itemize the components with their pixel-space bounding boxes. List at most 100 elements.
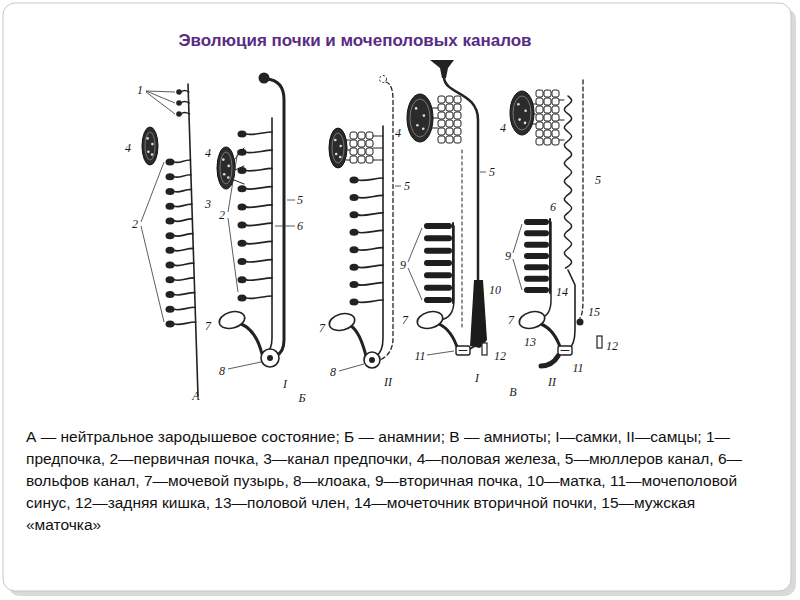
pronephros-tubule	[181, 113, 190, 115]
rete-cell	[446, 136, 453, 143]
leader-line	[228, 150, 238, 212]
kidney-tubule	[174, 175, 191, 178]
vas-deferens	[568, 270, 575, 350]
metanephros-lobe	[424, 248, 452, 254]
kidney-tubule	[246, 150, 272, 153]
figure-caption: А — нейтральное зародышевое состояние; Б…	[26, 426, 771, 536]
pronephros-tubule	[181, 91, 189, 93]
rete-link	[373, 148, 383, 149]
rete-cell	[438, 96, 445, 103]
rete-cell	[366, 148, 373, 155]
metanephros-lobe	[424, 285, 452, 291]
gonad-texture	[145, 132, 155, 160]
glomerulus	[166, 203, 175, 210]
glomerulus	[350, 194, 359, 201]
glomerulus	[166, 262, 175, 269]
gonad-texture	[410, 99, 430, 137]
mullerian-duct-vestige	[380, 82, 393, 360]
callout-number: 11	[572, 362, 583, 374]
callout-number: 1	[137, 84, 143, 96]
rete-cell	[536, 130, 543, 137]
metanephros-lobe	[524, 253, 549, 259]
gonad-texture	[415, 107, 418, 110]
urogenital-sinus	[558, 346, 572, 355]
metanephros-lobe	[424, 260, 452, 266]
leader-line	[141, 226, 164, 322]
kidney-tubule	[358, 248, 383, 251]
cloaca	[364, 352, 380, 368]
kidney-tubule	[358, 213, 383, 216]
rete-cell	[536, 98, 543, 105]
figure-label: I	[283, 378, 287, 390]
rete-cell	[438, 104, 445, 111]
urogenital-sinus	[456, 346, 470, 355]
gonad-link	[346, 140, 350, 141]
kidney-tubule	[358, 283, 383, 286]
glomerulus	[238, 149, 247, 156]
kidney-tubule	[246, 187, 272, 190]
glomerulus	[238, 295, 247, 302]
rete-cell	[438, 120, 445, 127]
leader-line	[427, 351, 454, 355]
rete-cell	[366, 140, 373, 147]
gonad	[329, 128, 347, 168]
kidney-tubule	[246, 132, 272, 135]
gonad-texture	[524, 122, 527, 125]
callout-number: 7	[402, 314, 408, 326]
gonad-link	[533, 124, 536, 125]
bladder-neck	[241, 324, 262, 354]
callout-number: 9	[400, 259, 406, 271]
gonad-link	[432, 118, 438, 119]
rete-cell	[350, 148, 357, 155]
kidney-tubule	[358, 195, 383, 198]
kidney-tubule	[174, 322, 196, 325]
wolffian-duct-vestige	[462, 150, 463, 330]
kidney-tubule	[246, 278, 272, 281]
bladder	[517, 309, 546, 331]
rete-cell	[358, 132, 365, 139]
gonad-texture	[227, 176, 230, 179]
mullerian-funnel	[430, 60, 454, 78]
gonad-link	[432, 128, 438, 129]
rete-cell	[552, 130, 559, 137]
mullerian-duct	[266, 79, 284, 356]
leader-line	[339, 364, 364, 371]
rete-cell	[454, 112, 461, 119]
mullerian-duct-vestige	[580, 80, 583, 318]
glomerulus	[238, 276, 247, 283]
rete-cell	[544, 130, 551, 137]
rete-cell	[544, 90, 551, 97]
glomerulus	[166, 306, 175, 313]
kidney-tubule	[358, 178, 383, 181]
rete-cell	[358, 148, 365, 155]
glomerulus	[238, 258, 247, 265]
rete-cell	[446, 112, 453, 119]
callout-number: 14	[556, 286, 568, 298]
figure-label: I	[475, 372, 479, 384]
figure-label: II	[548, 376, 556, 388]
callout-number: 3	[205, 198, 211, 210]
gonad-texture	[151, 153, 154, 156]
leader-line	[287, 200, 295, 201]
gonad-texture	[524, 110, 527, 113]
kidney-tubule	[174, 278, 194, 281]
metanephros-lobe	[524, 230, 549, 236]
bladder	[217, 309, 246, 331]
pronephros-glomerulus	[176, 89, 182, 95]
pronephros-tubule	[181, 102, 189, 104]
sinus-lumen	[561, 350, 569, 351]
leader-line	[228, 362, 261, 369]
glomerulus	[166, 276, 175, 283]
cloaca-opening	[267, 355, 273, 361]
figure-label: А	[192, 390, 199, 402]
leader-line	[228, 218, 238, 292]
callout-number: 2	[219, 209, 225, 221]
rete-cell	[536, 106, 543, 113]
rete-cell	[552, 122, 559, 129]
glomerulus	[238, 203, 247, 210]
kidney-tubule	[246, 241, 272, 244]
glomerulus	[238, 222, 247, 229]
callout-number: 5	[404, 180, 410, 192]
